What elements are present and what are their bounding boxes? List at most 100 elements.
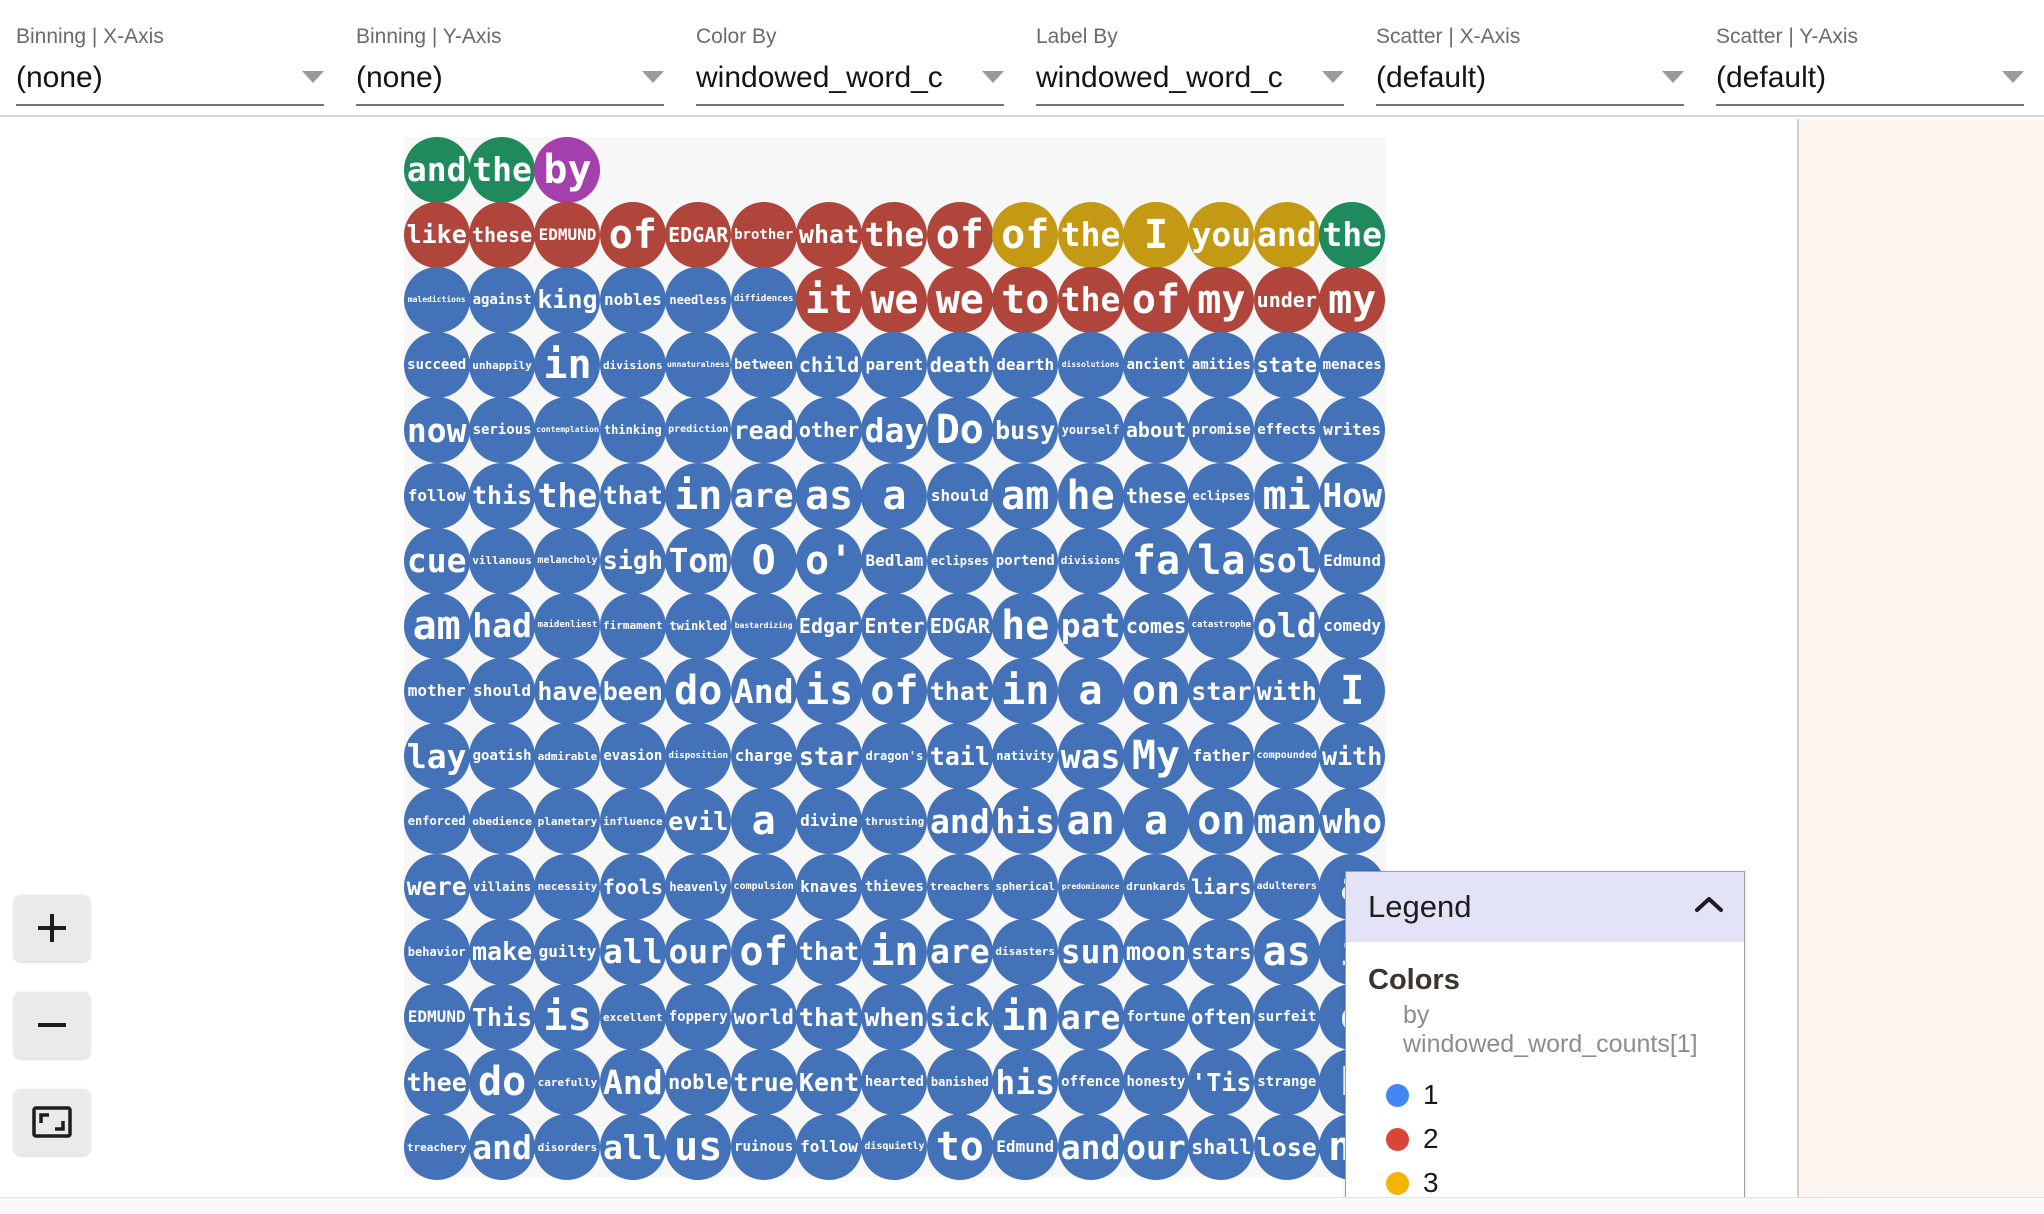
bubble[interactable]: sun <box>1057 918 1124 985</box>
bubble[interactable]: comedy <box>1319 592 1386 659</box>
bubble[interactable]: effects <box>1253 397 1320 464</box>
bubble[interactable]: honesty <box>1122 1049 1189 1116</box>
chevron-down-icon[interactable] <box>642 71 664 83</box>
label-by-select[interactable]: windowed_word_c <box>1036 56 1344 106</box>
bubble[interactable]: Edgar <box>796 592 863 659</box>
bubble[interactable]: state <box>1253 332 1320 399</box>
bubble[interactable]: in <box>665 462 732 529</box>
bubble[interactable]: busy <box>992 397 1059 464</box>
bubble[interactable]: twinkled <box>665 592 732 659</box>
bubble[interactable]: a <box>1122 788 1189 855</box>
bubble[interactable]: divisions <box>1057 527 1124 594</box>
bubble[interactable]: villanous <box>469 527 536 594</box>
bubble[interactable]: charge <box>730 723 797 790</box>
bubble[interactable]: sigh <box>599 527 666 594</box>
bubble[interactable]: who <box>1319 788 1386 855</box>
bubble[interactable]: thieves <box>861 853 928 920</box>
zoom-out-button[interactable] <box>14 992 90 1058</box>
bubble[interactable]: evasion <box>599 723 666 790</box>
bubble[interactable]: in <box>534 332 601 399</box>
bubble[interactable]: thee <box>403 1049 470 1116</box>
bubble[interactable]: surfeit <box>1253 984 1320 1051</box>
bubble[interactable]: promise <box>1188 397 1255 464</box>
bubble[interactable]: enforced <box>403 788 470 855</box>
bubble[interactable]: This <box>469 984 536 1051</box>
bubble[interactable]: the <box>469 136 536 203</box>
bubble[interactable]: compulsion <box>730 853 797 920</box>
bubble[interactable]: Edmund <box>992 1114 1059 1181</box>
bubble[interactable]: with <box>1253 658 1320 725</box>
bubble[interactable]: Tom <box>665 527 732 594</box>
bubble[interactable]: was <box>1057 723 1124 790</box>
bubble[interactable]: succeed <box>403 332 470 399</box>
bubble[interactable]: bastardizing <box>730 592 797 659</box>
legend-header[interactable]: Legend <box>1346 872 1744 942</box>
chevron-down-icon[interactable] <box>1662 71 1684 83</box>
bubble[interactable]: were <box>403 853 470 920</box>
bubble[interactable]: diffidences <box>730 266 797 333</box>
bubble[interactable]: a <box>861 462 928 529</box>
bubble[interactable]: banished <box>926 1049 993 1116</box>
bubble[interactable]: day <box>861 397 928 464</box>
bubble[interactable]: against <box>469 266 536 333</box>
bubble[interactable]: that <box>599 462 666 529</box>
bubble[interactable]: have <box>534 658 601 725</box>
bubble[interactable]: tail <box>926 723 993 790</box>
bubble[interactable]: us <box>665 1114 732 1181</box>
bubble[interactable]: EDGAR <box>926 592 993 659</box>
bubble[interactable]: compounded <box>1253 723 1320 790</box>
bubble[interactable]: death <box>926 332 993 399</box>
bubble[interactable]: he <box>992 592 1059 659</box>
bubble[interactable]: I <box>1122 201 1189 268</box>
bubble[interactable]: carefully <box>534 1049 601 1116</box>
bubble[interactable]: an <box>1057 788 1124 855</box>
bubble[interactable]: amities <box>1188 332 1255 399</box>
bubble[interactable]: follow <box>403 462 470 529</box>
bubble[interactable]: read <box>730 397 797 464</box>
chevron-down-icon[interactable] <box>1322 71 1344 83</box>
bubble[interactable]: And <box>599 1049 666 1116</box>
bubble[interactable]: the <box>1319 201 1386 268</box>
bubble[interactable]: as <box>1253 918 1320 985</box>
bubble[interactable]: O <box>730 527 797 594</box>
bubble[interactable]: fa <box>1122 527 1189 594</box>
bubble[interactable]: Do <box>926 397 993 464</box>
bubble[interactable]: serious <box>469 397 536 464</box>
scatter-y-axis-select[interactable]: (default) <box>1716 56 2024 106</box>
bubble[interactable]: of <box>599 201 666 268</box>
legend-item[interactable]: 3 <box>1368 1161 1724 1197</box>
bubble[interactable]: nativity <box>992 723 1059 790</box>
bubble[interactable]: of <box>730 918 797 985</box>
bubble[interactable]: moon <box>1122 918 1189 985</box>
bubble[interactable]: comes <box>1122 592 1189 659</box>
bubble[interactable]: liars <box>1188 853 1255 920</box>
bubble[interactable]: ancient <box>1122 332 1189 399</box>
bubble[interactable]: the <box>1057 201 1124 268</box>
bubble[interactable]: true <box>730 1049 797 1116</box>
chevron-down-icon[interactable] <box>302 71 324 83</box>
bubble[interactable]: shall <box>1188 1114 1255 1181</box>
bubble[interactable]: influence <box>599 788 666 855</box>
bubble[interactable]: we <box>926 266 993 333</box>
bubble[interactable]: offence <box>1057 1049 1124 1116</box>
bubble[interactable]: evil <box>665 788 732 855</box>
bubble[interactable]: dearth <box>992 332 1059 399</box>
fit-to-screen-button[interactable] <box>14 1089 90 1155</box>
bubble[interactable]: are <box>730 462 797 529</box>
bubble[interactable]: of <box>861 658 928 725</box>
color-by-select[interactable]: windowed_word_c <box>696 56 1004 106</box>
bubble[interactable]: behavior <box>403 918 470 985</box>
bubble[interactable]: ruinous <box>730 1114 797 1181</box>
bubble[interactable]: knaves <box>796 853 863 920</box>
bubble[interactable]: the <box>534 462 601 529</box>
bubble[interactable]: of <box>992 201 1059 268</box>
bubble[interactable]: hearted <box>861 1049 928 1116</box>
bubble[interactable]: our <box>1122 1114 1189 1181</box>
bubble[interactable]: other <box>796 397 863 464</box>
bubble[interactable]: often <box>1188 984 1255 1051</box>
legend-panel[interactable]: Legend Colors by windowed_word_counts[1]… <box>1345 871 1745 1197</box>
bubble[interactable]: a <box>1057 658 1124 725</box>
bubble[interactable]: guilty <box>534 918 601 985</box>
bubble[interactable]: my <box>1188 266 1255 333</box>
